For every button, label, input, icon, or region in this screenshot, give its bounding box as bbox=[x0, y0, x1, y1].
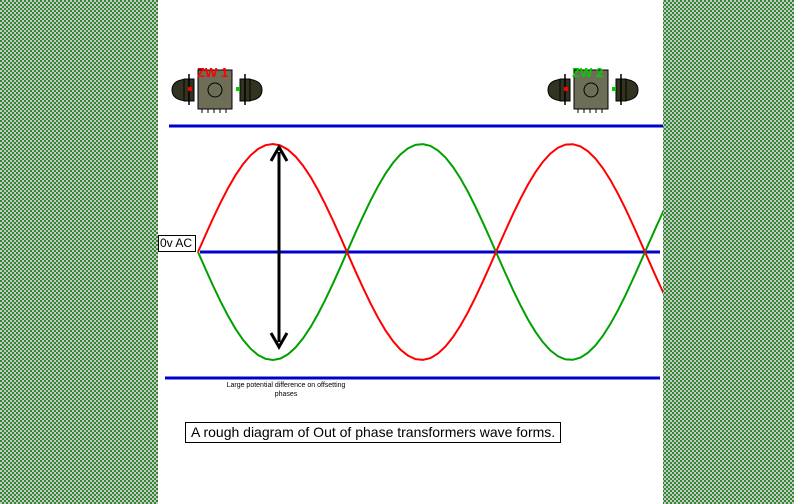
diagram-panel: ZW 1 ZW 2 0v AC Large potential differen… bbox=[158, 0, 663, 504]
zw2-label: ZW 2 bbox=[572, 65, 604, 80]
zw1-label: ZW 1 bbox=[197, 65, 229, 80]
zero-volt-label: 0v AC bbox=[158, 235, 197, 252]
potential-difference-arrow bbox=[269, 143, 289, 351]
red-phase-waveform bbox=[197, 142, 663, 361]
green-phase-waveform bbox=[197, 143, 663, 362]
diagram-caption: A rough diagram of Out of phase transfor… bbox=[185, 422, 562, 443]
arrow-note: Large potential difference on offsetting… bbox=[226, 382, 346, 398]
diagram-canvas bbox=[165, 69, 663, 380]
